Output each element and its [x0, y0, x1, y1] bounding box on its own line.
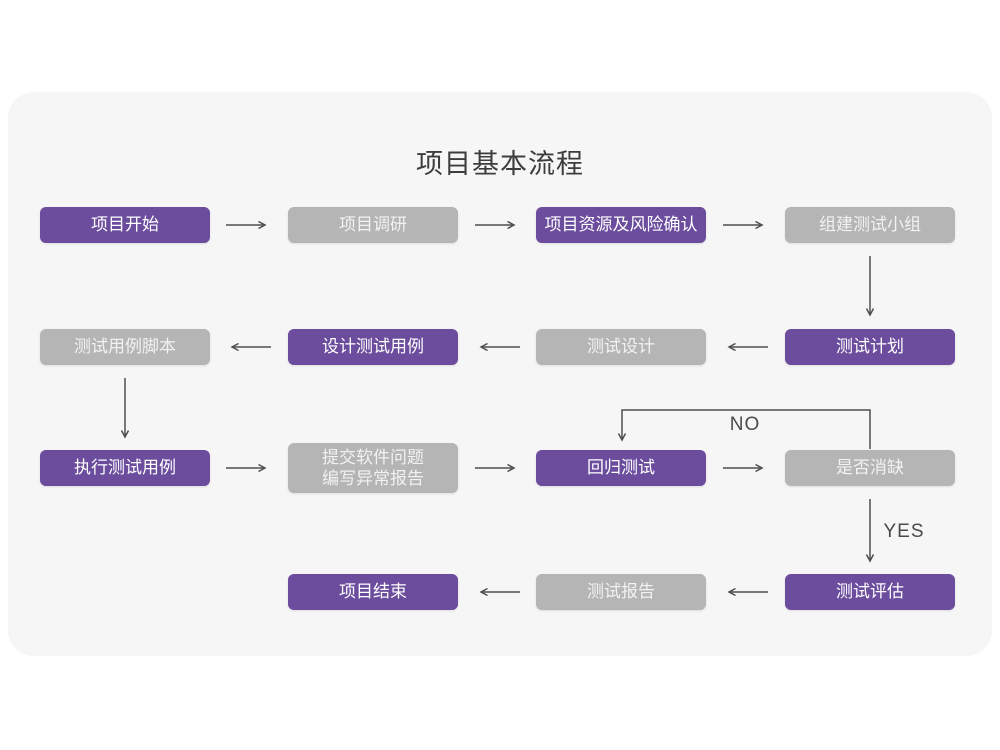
node-test-report: 测试报告	[536, 574, 706, 610]
edge-label-yes: YES	[883, 521, 925, 542]
node-project-research: 项目调研	[288, 207, 458, 243]
node-test-plan: 测试计划	[785, 329, 955, 365]
node-design-test-case: 设计测试用例	[288, 329, 458, 365]
node-submit-issue-report: 提交软件问题 编写异常报告	[288, 443, 458, 493]
node-project-start: 项目开始	[40, 207, 210, 243]
edge-label-no: NO	[729, 414, 761, 435]
node-execute-test-case: 执行测试用例	[40, 450, 210, 486]
page-title: 项目基本流程	[416, 149, 584, 179]
node-build-test-team: 组建测试小组	[785, 207, 955, 243]
node-defect-cleared: 是否消缺	[785, 450, 955, 486]
node-test-evaluation: 测试评估	[785, 574, 955, 610]
node-resource-risk-confirm: 项目资源及风险确认	[536, 207, 706, 243]
node-project-end: 项目结束	[288, 574, 458, 610]
node-test-case-script: 测试用例脚本	[40, 329, 210, 365]
node-test-design: 测试设计	[536, 329, 706, 365]
node-regression-test: 回归测试	[536, 450, 706, 486]
flow-card	[8, 92, 992, 656]
